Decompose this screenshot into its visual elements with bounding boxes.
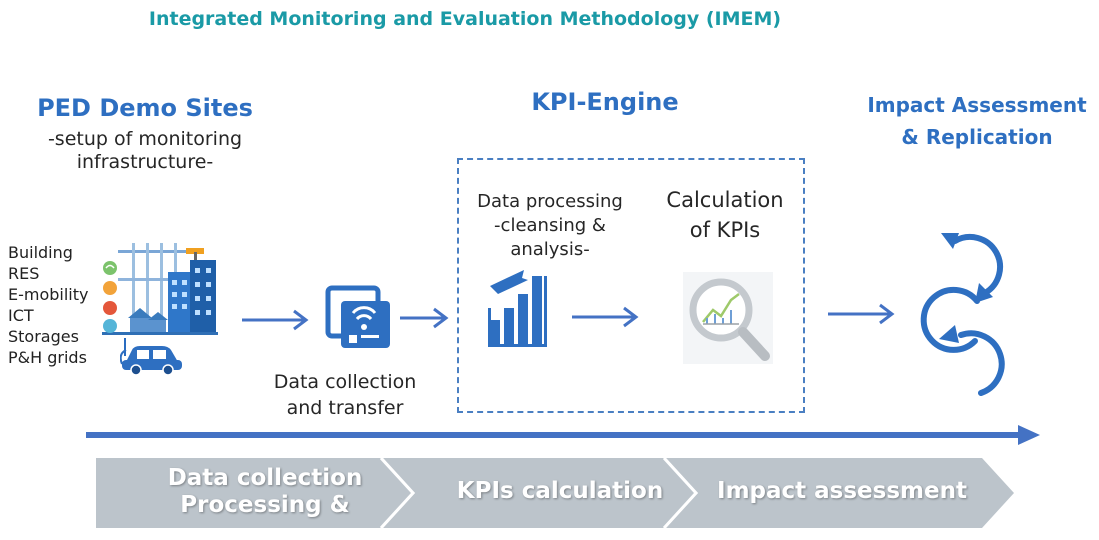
list-item: Building	[8, 243, 73, 262]
impact-title-2: & Replication	[901, 125, 1053, 149]
city-building-icon	[102, 243, 218, 356]
step-data-collection-1: Data collection	[273, 371, 417, 393]
phase-3-label: Impact assessment	[717, 478, 967, 504]
arrow-right-icon	[572, 306, 639, 328]
list-item: RES	[8, 264, 40, 283]
list-item: E-mobility	[8, 285, 89, 304]
timeline-arrow	[86, 425, 1040, 445]
step-calculation-1: Calculation	[666, 188, 784, 212]
arrow-right-icon	[242, 309, 309, 331]
step-data-collection-2: and transfer	[286, 397, 404, 419]
step-calculation-2: of KPIs	[689, 218, 761, 242]
list-item: Storages	[8, 327, 79, 346]
kpi-engine-title: KPI-Engine	[531, 88, 679, 116]
ped-subtitle-1: -setup of monitoring	[47, 128, 243, 150]
cycle-arrows-icon	[920, 233, 1005, 396]
ped-item-list: Building RES E-mobility ICT Storages P&H…	[8, 242, 89, 368]
ped-title: PED Demo Sites	[37, 94, 253, 122]
phase-chevrons	[96, 458, 1014, 528]
bar-chart-icon	[488, 270, 547, 347]
phase-chevron-3	[666, 458, 1014, 528]
wifi-device-icon	[325, 285, 390, 348]
ped-subtitle-2: infrastructure-	[76, 151, 214, 173]
phase-1-label-2: Processing &	[180, 492, 350, 518]
arrow-right-icon	[828, 303, 895, 325]
phase-2-label: KPIs calculation	[456, 478, 664, 504]
magnifier-chart-icon	[683, 272, 773, 364]
arrow-right-icon	[400, 307, 449, 329]
step-processing-2: -cleansing &	[494, 215, 606, 236]
step-processing-3: analysis-	[510, 239, 590, 260]
phase-1-label-1: Data collection	[167, 465, 363, 491]
list-item: P&H grids	[8, 348, 87, 367]
kpi-engine-box	[457, 158, 805, 413]
step-processing-1: Data processing	[477, 191, 623, 212]
page-title: Integrated Monitoring and Evaluation Met…	[148, 8, 782, 30]
impact-title-1: Impact Assessment	[867, 93, 1087, 117]
car-icon	[120, 346, 182, 376]
list-item: ICT	[8, 306, 34, 325]
phase-chevron-2	[383, 458, 696, 528]
phase-chevron-1	[96, 458, 413, 528]
